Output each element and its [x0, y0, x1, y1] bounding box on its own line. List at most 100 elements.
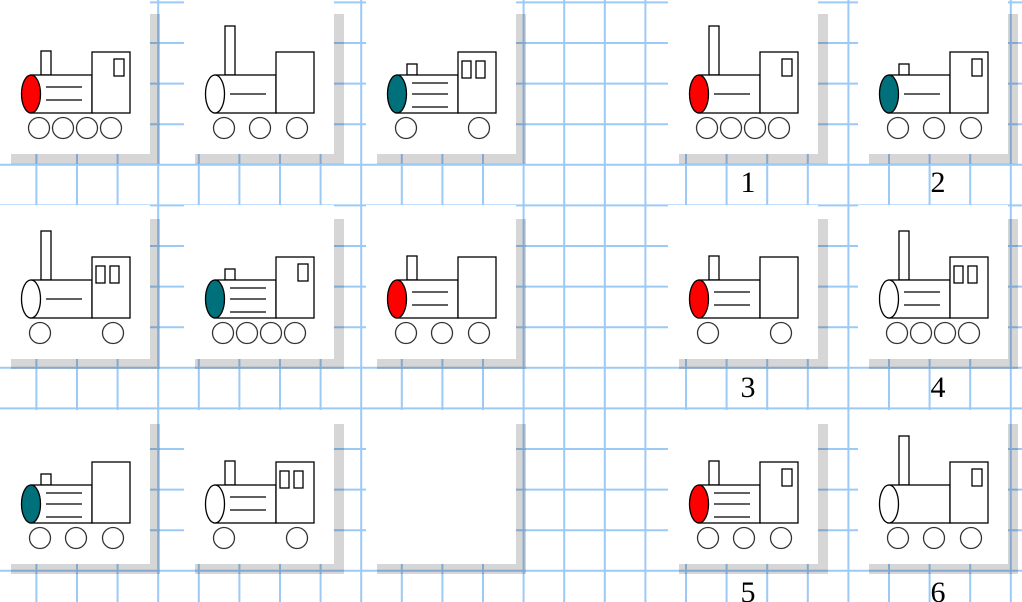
locomotive: [20, 50, 131, 140]
smokestack: [224, 460, 236, 486]
wheel: [696, 321, 720, 345]
wheel: [64, 526, 88, 550]
wheel: [212, 116, 236, 140]
wheel: [886, 116, 910, 140]
smokestack: [708, 460, 720, 486]
wheel: [909, 321, 933, 345]
boiler-front: [878, 279, 900, 319]
locomotive: [386, 255, 497, 345]
boiler-front: [688, 484, 710, 524]
smokestack: [898, 63, 910, 76]
cab: [275, 51, 315, 114]
locomotive: [204, 256, 315, 345]
cab: [457, 256, 497, 319]
wheel: [99, 116, 123, 140]
smokestack: [898, 230, 910, 281]
wheel: [235, 321, 259, 345]
boiler-front: [20, 74, 42, 114]
locomotive: [878, 51, 989, 140]
wheel: [430, 321, 454, 345]
wheel: [732, 526, 756, 550]
cab-window: [781, 468, 793, 487]
cab-window: [293, 470, 304, 489]
wheel: [767, 116, 791, 140]
answer-option-3[interactable]: [668, 205, 818, 359]
puzzle-cell: [0, 0, 150, 154]
wheel: [101, 321, 125, 345]
boiler-front: [688, 279, 710, 319]
smokestack: [224, 268, 236, 281]
answer-option-2[interactable]: [858, 0, 1008, 154]
puzzle-cell: [184, 205, 334, 359]
wheel: [959, 526, 983, 550]
wheel: [211, 321, 235, 345]
puzzle-missing-cell: [366, 410, 516, 564]
option-number-label: 3: [740, 371, 756, 404]
locomotive: [878, 435, 989, 550]
smokestack: [40, 473, 52, 486]
wheel: [394, 116, 418, 140]
smokestack: [406, 255, 418, 281]
cab-window: [95, 265, 106, 284]
smokestack: [898, 435, 910, 486]
cab-window: [297, 263, 309, 282]
wheel: [957, 321, 981, 345]
boiler-front: [204, 279, 226, 319]
boiler-front: [20, 279, 42, 319]
wheel: [285, 526, 309, 550]
boiler-front: [878, 484, 900, 524]
answer-option-6[interactable]: [858, 410, 1008, 564]
option-number-label: 6: [930, 576, 946, 602]
wheel: [769, 321, 793, 345]
puzzle-cell: [366, 0, 516, 154]
option-number-label: 1: [740, 166, 756, 199]
boiler-front: [20, 484, 42, 524]
locomotive: [386, 51, 497, 140]
wheel: [719, 116, 743, 140]
cab-window: [475, 60, 486, 79]
wheel: [922, 526, 946, 550]
boiler-front: [204, 74, 226, 114]
wheel: [743, 116, 767, 140]
boiler: [30, 74, 93, 114]
puzzle-cell: [184, 0, 334, 154]
cab: [91, 461, 131, 524]
cab-window: [953, 265, 964, 284]
wheel: [27, 116, 51, 140]
puzzle-cell: [0, 205, 150, 359]
wheel: [922, 116, 946, 140]
wheel: [28, 321, 52, 345]
cab-window: [781, 58, 793, 77]
cab-window: [109, 265, 120, 284]
wheel: [886, 526, 910, 550]
cards-layer: [0, 0, 1008, 564]
locomotive: [20, 230, 131, 345]
option-number-label: 4: [930, 371, 946, 404]
cab-window: [113, 58, 125, 77]
answer-option-5[interactable]: [668, 410, 818, 564]
option-number-label: 2: [930, 166, 946, 199]
locomotive: [204, 460, 315, 550]
wheel: [885, 321, 909, 345]
answer-option-4[interactable]: [858, 205, 1008, 359]
smokestack: [708, 255, 720, 281]
boiler-front: [204, 484, 226, 524]
smokestack: [40, 230, 52, 281]
wheel: [28, 526, 52, 550]
smokestack: [708, 25, 720, 76]
wheel: [933, 321, 957, 345]
cab-window: [967, 265, 978, 284]
wheel: [959, 116, 983, 140]
answer-option-1[interactable]: [668, 0, 818, 154]
puzzle-cell: [0, 410, 150, 564]
puzzle-cell: [366, 205, 516, 359]
cab-window: [971, 468, 983, 487]
wheel: [259, 321, 283, 345]
locomotive: [688, 460, 799, 550]
card-background: [366, 410, 516, 564]
boiler: [888, 484, 951, 524]
boiler-front: [688, 74, 710, 114]
wheel: [467, 321, 491, 345]
option-number-label: 5: [740, 576, 756, 602]
